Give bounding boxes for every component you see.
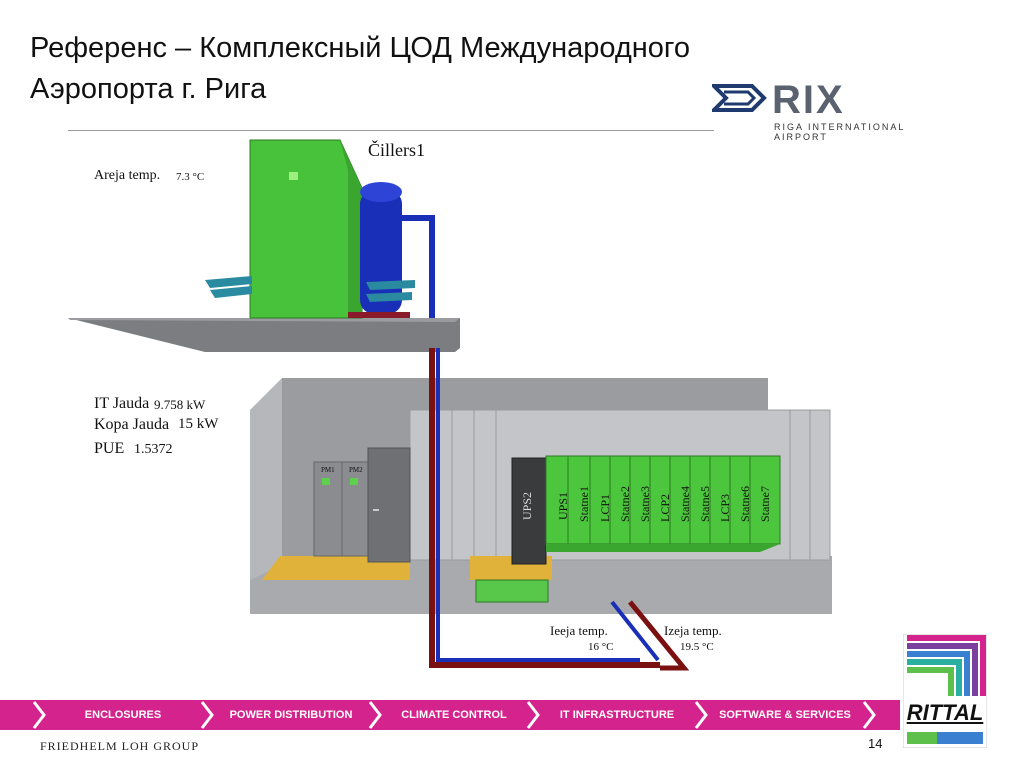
chevron-right-icon [368,701,382,729]
pm1-cabinet [313,461,343,557]
chiller-unit [249,139,363,319]
nav-climate-control[interactable]: CLIMATE CONTROL [401,709,507,721]
pue-value: 1.5372 [134,442,173,457]
outdoor-temp-value: 7.3 °C [176,171,205,183]
slide-title: Референс – Комплексный ЦОД Международног… [30,28,730,110]
outdoor-temp-label: Areja temp. [94,168,161,183]
roof-slab [68,318,460,352]
rack-label-statne4: Statne4 [678,486,692,522]
it-power-value: 9.758 kW [154,397,206,412]
top-divider [68,130,714,131]
door [367,447,411,563]
chevron-right-icon [32,701,46,729]
pm1-label: PM1 [321,466,335,474]
nav-software-services[interactable]: SOFTWARE & SERVICES [719,709,851,721]
nav-power-distribution[interactable]: POWER DISTRIBUTION [229,709,353,721]
rack-label-lcp3: LCP3 [718,493,732,522]
outlet-temp-value: 19.5 °C [680,641,714,653]
category-nav-bar: ENCLOSURES POWER DISTRIBUTION CLIMATE CO… [0,700,900,730]
chevron-right-icon [200,701,214,729]
rix-swoosh-icon [712,84,767,112]
it-power-label: IT Jauda [94,395,150,412]
rittal-emblem-icon [902,633,988,749]
rack-label-statne2: Statne2 [618,486,632,522]
chiller-pipe [400,215,435,318]
chiller-fans [205,276,415,302]
hot-return-pipe [429,348,660,668]
rack-label-ups1: UPS1 [556,491,570,520]
rittal-logo: RITTAL [902,633,988,749]
green-rack-row [545,455,781,552]
rack-label-ups2: UPS2 [520,491,534,520]
nav-background [0,700,900,730]
pue-label: PUE [94,440,125,457]
nav-it-infrastructure[interactable]: IT INFRASTRUCTURE [559,709,675,721]
inlet-temp-value: 16 °C [588,641,614,653]
cold-aisle-base [475,579,549,603]
rittal-wordmark: RITTAL [906,700,984,725]
pm2-label: PM2 [349,466,363,474]
rack-label-statne5: Statne5 [698,486,712,522]
chiller-label: Čillers1 [368,140,425,160]
total-power-value: 15 kW [178,416,219,432]
rack-label-statne6: Statne6 [738,486,752,522]
footer-group-name: FRIEDHELM LOH GROUP [40,739,200,753]
rix-brand: RIX [772,78,845,122]
chevron-right-icon [862,701,876,729]
outlet-temp-label: Izeja temp. [664,623,722,638]
title-line-2: Аэропорта г. Рига [30,73,267,105]
rack-label-lcp1: LCP1 [598,493,612,522]
chevron-right-icon [694,701,708,729]
title-line-1: Референс – Комплексный ЦОД Международног… [30,32,690,64]
rix-subtitle: RIGA INTERNATIONAL AIRPORT [774,122,906,142]
rix-logo: RIX RIGA INTERNATIONAL AIRPORT [712,78,952,142]
rack-label-lcp2: LCP2 [658,493,672,522]
total-power-label: Kopa Jauda [94,416,170,433]
cold-supply-pipe [436,348,640,662]
inlet-temp-label: Ieeja temp. [550,623,608,638]
rack-label-statne1: Statne1 [577,486,591,522]
rack-label-statne7: Statne7 [758,486,772,522]
rack-label-statne3: Statne3 [638,486,652,522]
nav-enclosures[interactable]: ENCLOSURES [84,709,162,721]
pm2-cabinet [341,461,371,557]
chiller-indicator [289,172,298,180]
chevron-right-icon [526,701,540,729]
datacenter-diagram [68,139,832,671]
page-number: 14 [868,736,883,751]
